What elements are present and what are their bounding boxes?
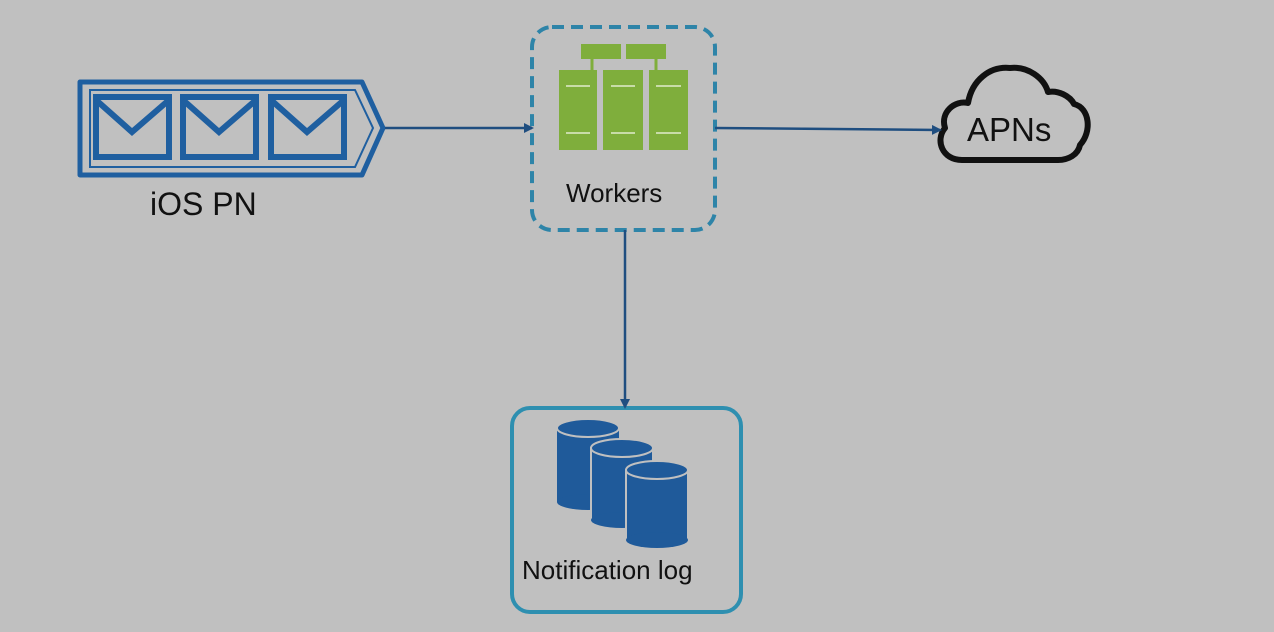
apns-label: APNs xyxy=(967,111,1052,148)
message-queue-icon xyxy=(77,79,386,178)
cloud-icon xyxy=(937,64,1091,163)
envelope-icon xyxy=(93,94,172,160)
workers-label: Workers xyxy=(566,178,663,208)
notification-log-label: Notification log xyxy=(522,555,693,585)
queue-label: iOS PN xyxy=(150,186,257,222)
server-cluster-icon xyxy=(559,44,688,150)
envelope-icon xyxy=(268,94,347,160)
envelope-icon xyxy=(180,94,259,160)
database-icon xyxy=(556,418,689,548)
arrow-workers-to-apns xyxy=(714,124,942,135)
